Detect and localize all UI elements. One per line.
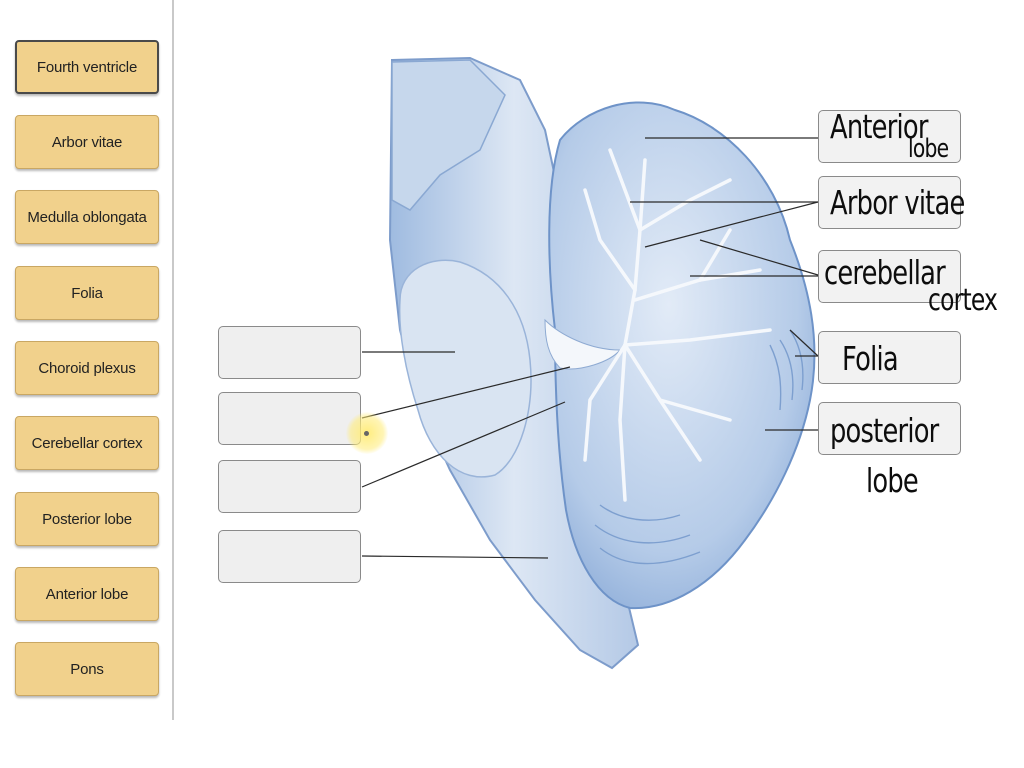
handwritten-cerebellar: cerebellar xyxy=(824,253,946,292)
empty-answer-box-2[interactable] xyxy=(218,392,361,445)
cursor-pointer xyxy=(364,431,369,436)
term-choroid-plexus[interactable]: Choroid plexus xyxy=(15,341,159,395)
term-anterior-lobe[interactable]: Anterior lobe xyxy=(15,567,159,621)
pons-bulge xyxy=(398,259,532,478)
term-pons[interactable]: Pons xyxy=(15,642,159,696)
handwritten-anterior-lobe: lobe xyxy=(908,134,949,164)
term-fourth-ventricle[interactable]: Fourth ventricle xyxy=(15,40,159,94)
empty-answer-box-1[interactable] xyxy=(218,326,361,379)
term-folia[interactable]: Folia xyxy=(15,266,159,320)
handwritten-arbor-vitae: Arbor vitae xyxy=(830,183,965,222)
handwritten-posterior: posterior xyxy=(830,411,939,450)
answer-box-cerebellar-cortex[interactable] xyxy=(818,250,961,303)
term-cerebellar-cortex[interactable]: Cerebellar cortex xyxy=(15,416,159,470)
answer-box-posterior-lobe[interactable] xyxy=(818,402,961,455)
empty-answer-box-4[interactable] xyxy=(218,530,361,583)
handwritten-folia: Folia xyxy=(842,339,899,378)
answer-box-arbor-vitae[interactable] xyxy=(818,176,961,229)
answer-box-anterior-lobe[interactable] xyxy=(818,110,961,163)
term-arbor-vitae[interactable]: Arbor vitae xyxy=(15,115,159,169)
term-posterior-lobe[interactable]: Posterior lobe xyxy=(15,492,159,546)
term-medulla-oblongata[interactable]: Medulla oblongata xyxy=(15,190,159,244)
empty-answer-box-3[interactable] xyxy=(218,460,361,513)
handwritten-anterior: Anterior xyxy=(830,107,928,146)
handwritten-posterior-lobe: lobe xyxy=(866,461,919,500)
folia-ridges xyxy=(594,329,804,565)
arbor-vitae-branches xyxy=(583,148,772,502)
fourth-ventricle-region xyxy=(544,318,622,370)
answer-box-folia[interactable] xyxy=(818,331,961,384)
leader-lines xyxy=(361,137,819,559)
handwritten-cortex: cortex xyxy=(928,283,998,318)
cerebellum-region xyxy=(548,101,816,610)
word-bank: Fourth ventricle Arbor vitae Medulla obl… xyxy=(0,0,174,720)
midbrain-region xyxy=(391,59,506,211)
